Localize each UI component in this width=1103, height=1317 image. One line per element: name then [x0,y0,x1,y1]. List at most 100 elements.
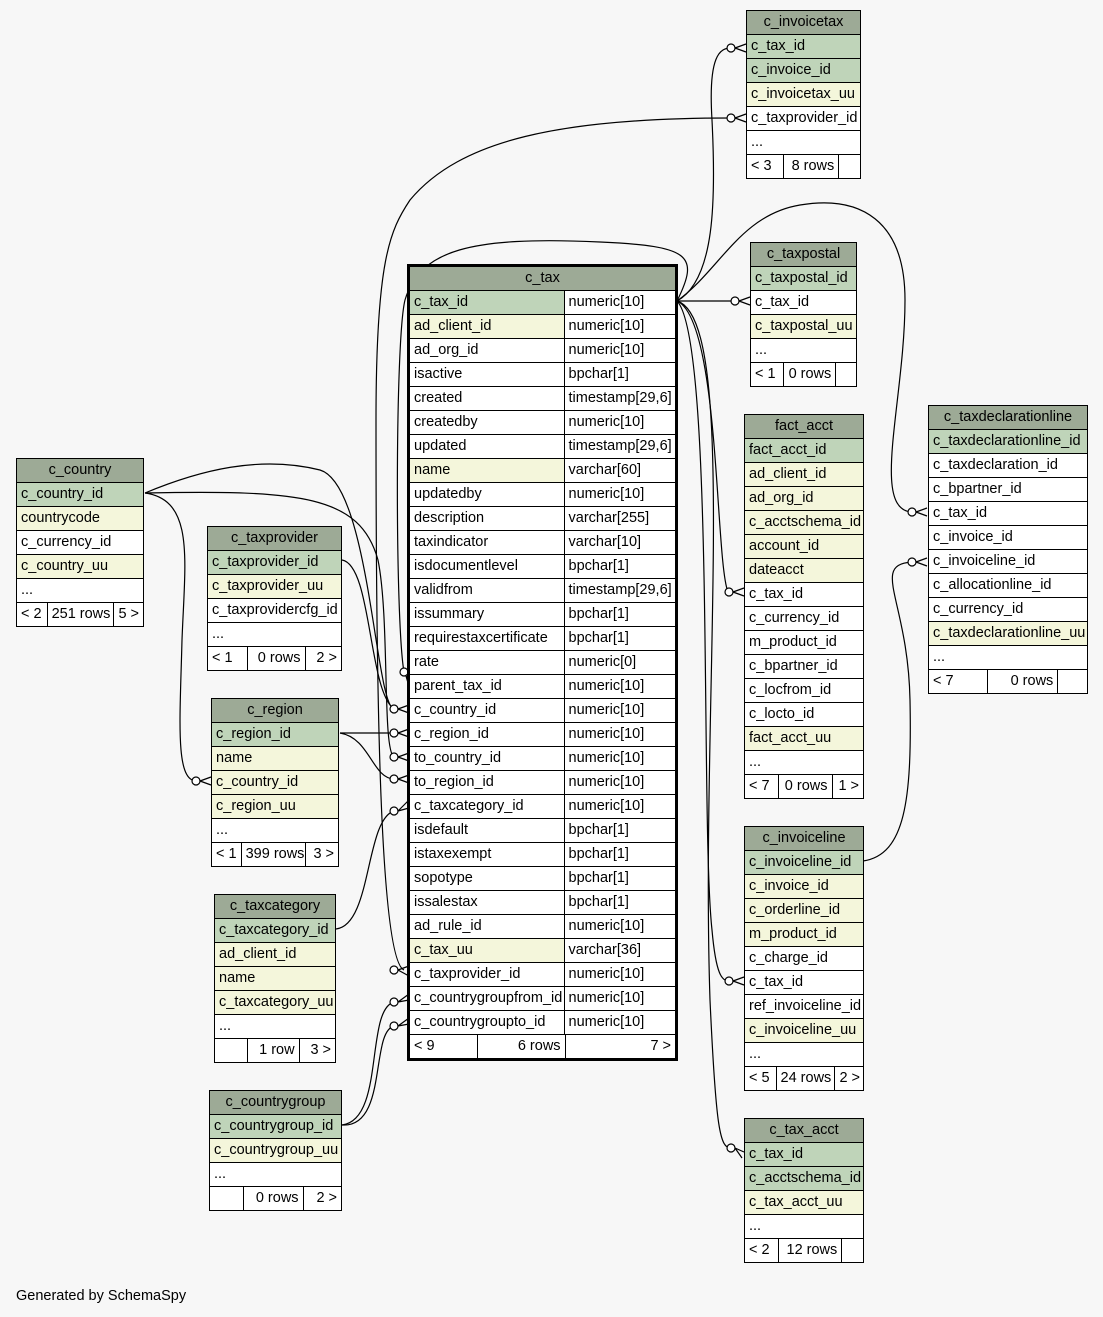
column-row[interactable]: c_bpartner_id [929,478,1087,502]
column-row[interactable]: c_taxcategory_uu [215,991,335,1015]
footer-children-count[interactable]: 2 > [304,647,341,670]
column-row[interactable]: name [215,967,335,991]
column-row[interactable]: c_tax_id [745,583,863,607]
column-row[interactable]: c_bpartner_id [745,655,863,679]
footer-parents-count[interactable]: < 9 [414,1038,435,1054]
column-row[interactable]: c_taxprovider_id [208,551,341,575]
table-title[interactable]: c_invoiceline [745,827,863,851]
table-title[interactable]: c_taxpostal [751,243,856,267]
column-row[interactable]: countrycode [17,507,143,531]
column-row[interactable]: ad_client_id [745,463,863,487]
column-row[interactable]: c_tax_id [747,35,860,59]
footer-parents-count[interactable]: < 7 [749,778,770,794]
column-row[interactable]: c_acctschema_id [745,1167,863,1191]
column-row[interactable]: c_charge_id [745,947,863,971]
column-row[interactable]: c_invoice_id [747,59,860,83]
column-row[interactable]: ... [212,819,338,843]
column-row[interactable]: c_orderline_id [745,899,863,923]
column-row[interactable]: ... [745,1043,863,1067]
footer-children-count[interactable] [841,1239,863,1262]
column-row[interactable]: c_currency_id [929,598,1087,622]
table-title[interactable]: c_tax [410,267,675,291]
footer-parents-count[interactable]: < 5 [749,1070,770,1086]
column-row[interactable]: ... [929,646,1087,670]
column-row[interactable]: fact_acct_uu [745,727,863,751]
column-row[interactable]: ... [208,623,341,647]
column-row[interactable]: c_invoice_id [745,875,863,899]
footer-parents-count[interactable] [215,1039,247,1062]
column-row[interactable]: c_taxprovider_id [747,107,860,131]
table-title[interactable]: c_countrygroup [210,1091,341,1115]
column-row[interactable]: c_tax_id [745,971,863,995]
column-row[interactable]: dateacct [745,559,863,583]
table-title[interactable]: c_invoicetax [747,11,860,35]
footer-parents-count[interactable]: < 1 [212,650,233,666]
column-row[interactable]: name [212,747,338,771]
column-row[interactable]: c_invoiceline_id [929,550,1087,574]
table-title[interactable]: fact_acct [745,415,863,439]
column-row[interactable]: c_taxpostal_uu [751,315,856,339]
column-row[interactable]: ref_invoiceline_id [745,995,863,1019]
table-title[interactable]: c_region [212,699,338,723]
table-title[interactable]: c_taxcategory [215,895,335,919]
table-title[interactable]: c_taxdeclarationline [929,406,1087,430]
column-row[interactable]: c_taxpostal_id [751,267,856,291]
column-row[interactable]: c_allocationline_id [929,574,1087,598]
column-row[interactable]: c_currency_id [17,531,143,555]
column-row[interactable]: fact_acct_id [745,439,863,463]
column-row[interactable]: c_tax_id [929,502,1087,526]
footer-children-count[interactable]: 2 > [302,1187,341,1210]
column-row[interactable]: account_id [745,535,863,559]
column-row[interactable]: c_locfrom_id [745,679,863,703]
column-row[interactable]: c_region_uu [212,795,338,819]
footer-parents-count[interactable]: < 3 [751,158,772,174]
column-row[interactable]: c_locto_id [745,703,863,727]
column-row[interactable]: c_country_uu [17,555,143,579]
column-row[interactable]: c_currency_id [745,607,863,631]
column-row[interactable]: c_taxcategory_id [215,919,335,943]
footer-children-count[interactable]: 7 > [564,1035,675,1058]
footer-children-count[interactable]: 1 > [831,775,864,798]
column-row[interactable]: c_invoicetax_uu [747,83,860,107]
footer-parents-count[interactable] [210,1187,243,1210]
column-row[interactable]: ... [745,1215,863,1239]
table-title[interactable]: c_country [17,459,143,483]
column-row[interactable]: ... [210,1163,341,1187]
column-row[interactable]: ... [17,579,143,603]
column-row[interactable]: c_tax_id [751,291,856,315]
column-row[interactable]: c_acctschema_id [745,511,863,535]
column-row[interactable]: ... [215,1015,335,1039]
column-row[interactable]: c_tax_id [745,1143,863,1167]
footer-parents-count[interactable]: < 1 [755,366,776,382]
column-row[interactable]: m_product_id [745,923,863,947]
column-row[interactable]: ad_client_id [215,943,335,967]
column-row[interactable]: c_invoiceline_uu [745,1019,863,1043]
